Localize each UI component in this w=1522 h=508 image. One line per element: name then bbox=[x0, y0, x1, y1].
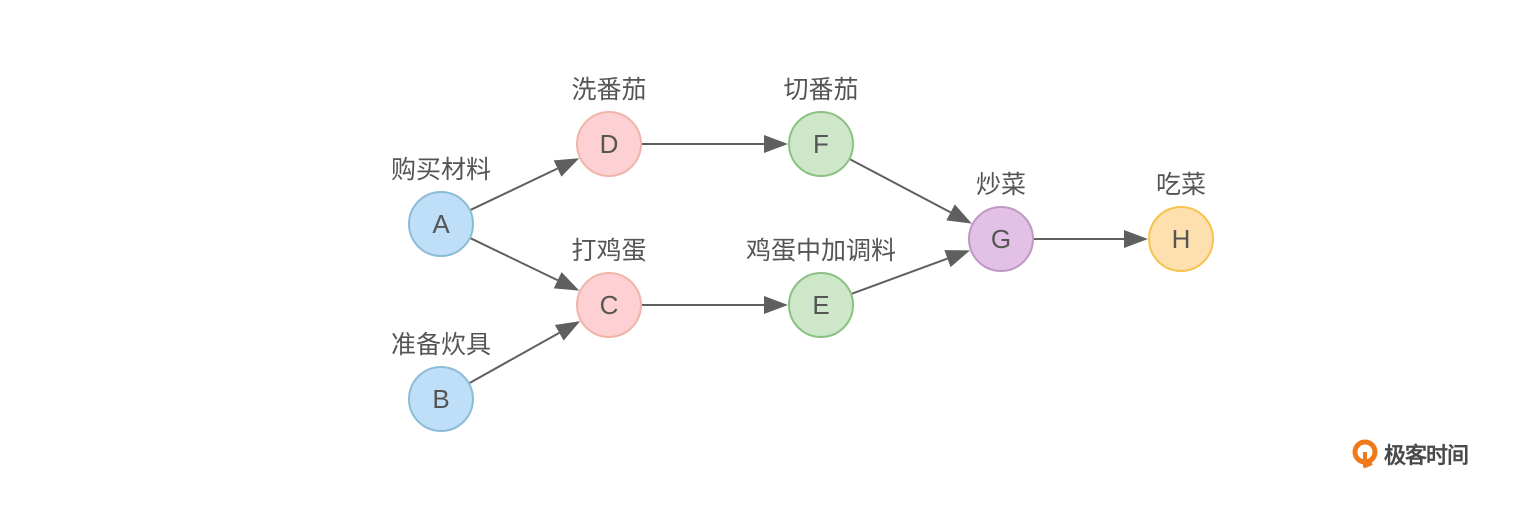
node-circle bbox=[576, 111, 642, 177]
node-id: E bbox=[812, 290, 829, 320]
node-label: 打鸡蛋 bbox=[571, 236, 646, 265]
node-H: H 吃菜 bbox=[1148, 170, 1214, 272]
node-circle bbox=[788, 111, 854, 177]
edge-line bbox=[849, 158, 952, 214]
edge-A-D bbox=[470, 158, 580, 211]
node-circle bbox=[968, 206, 1034, 272]
edge-line bbox=[469, 331, 560, 384]
node-id: H bbox=[1172, 224, 1191, 254]
node-F: F 切番茄 bbox=[783, 75, 859, 177]
node-A: A 购买材料 bbox=[391, 155, 491, 257]
node-D: D 洗番茄 bbox=[571, 75, 647, 177]
arrowhead-icon bbox=[944, 250, 971, 268]
node-B: B 准备炊具 bbox=[391, 330, 491, 432]
node-id: G bbox=[991, 224, 1011, 254]
arrowhead-icon bbox=[554, 321, 581, 341]
node-E: E 鸡蛋中加调料 bbox=[746, 236, 896, 338]
node-label: 炒菜 bbox=[976, 170, 1026, 199]
arrowhead-icon bbox=[946, 204, 972, 224]
nodes: A 购买材料 B 准备炊具 C 打鸡蛋 D 洗番茄 E 鸡蛋中加调料 F 切番茄 G 炒菜 H 吃菜 bbox=[391, 75, 1214, 432]
edge-line bbox=[470, 167, 558, 211]
edge-line bbox=[851, 257, 948, 295]
arrowhead-icon bbox=[553, 158, 580, 177]
edges bbox=[469, 135, 1148, 384]
node-id: F bbox=[813, 129, 829, 159]
watermark-logo: 极客时间 bbox=[1352, 438, 1469, 470]
node-label: 准备炊具 bbox=[391, 330, 491, 359]
edge-B-C bbox=[469, 321, 581, 384]
edge-A-C bbox=[470, 237, 580, 291]
node-circle bbox=[576, 272, 642, 338]
node-label: 吃菜 bbox=[1156, 170, 1206, 199]
node-label: 洗番茄 bbox=[571, 75, 646, 104]
node-id: B bbox=[432, 384, 449, 414]
edge-D-F bbox=[642, 135, 788, 153]
node-G: G 炒菜 bbox=[968, 170, 1034, 272]
edge-C-E bbox=[642, 296, 788, 314]
edge-line bbox=[470, 237, 559, 282]
arrowhead-icon bbox=[764, 135, 788, 153]
arrowhead-icon bbox=[764, 296, 788, 314]
node-id: D bbox=[600, 129, 619, 159]
arrowhead-icon bbox=[1124, 230, 1148, 248]
node-label: 鸡蛋中加调料 bbox=[746, 236, 896, 265]
node-circle bbox=[408, 366, 474, 432]
node-label: 购买材料 bbox=[391, 155, 491, 184]
node-circle bbox=[1148, 206, 1214, 272]
arrowhead-icon bbox=[553, 272, 580, 291]
geektime-logo-icon bbox=[1352, 439, 1378, 468]
node-circle bbox=[788, 272, 854, 338]
node-id: A bbox=[432, 209, 450, 239]
watermark-text: 极客时间 bbox=[1384, 444, 1469, 469]
node-circle bbox=[408, 191, 474, 257]
node-C: C 打鸡蛋 bbox=[571, 236, 647, 338]
edge-G-H bbox=[1034, 230, 1148, 248]
node-label: 切番茄 bbox=[783, 75, 858, 104]
edge-E-G bbox=[851, 250, 971, 295]
node-id: C bbox=[600, 290, 619, 320]
edge-F-G bbox=[849, 158, 972, 224]
